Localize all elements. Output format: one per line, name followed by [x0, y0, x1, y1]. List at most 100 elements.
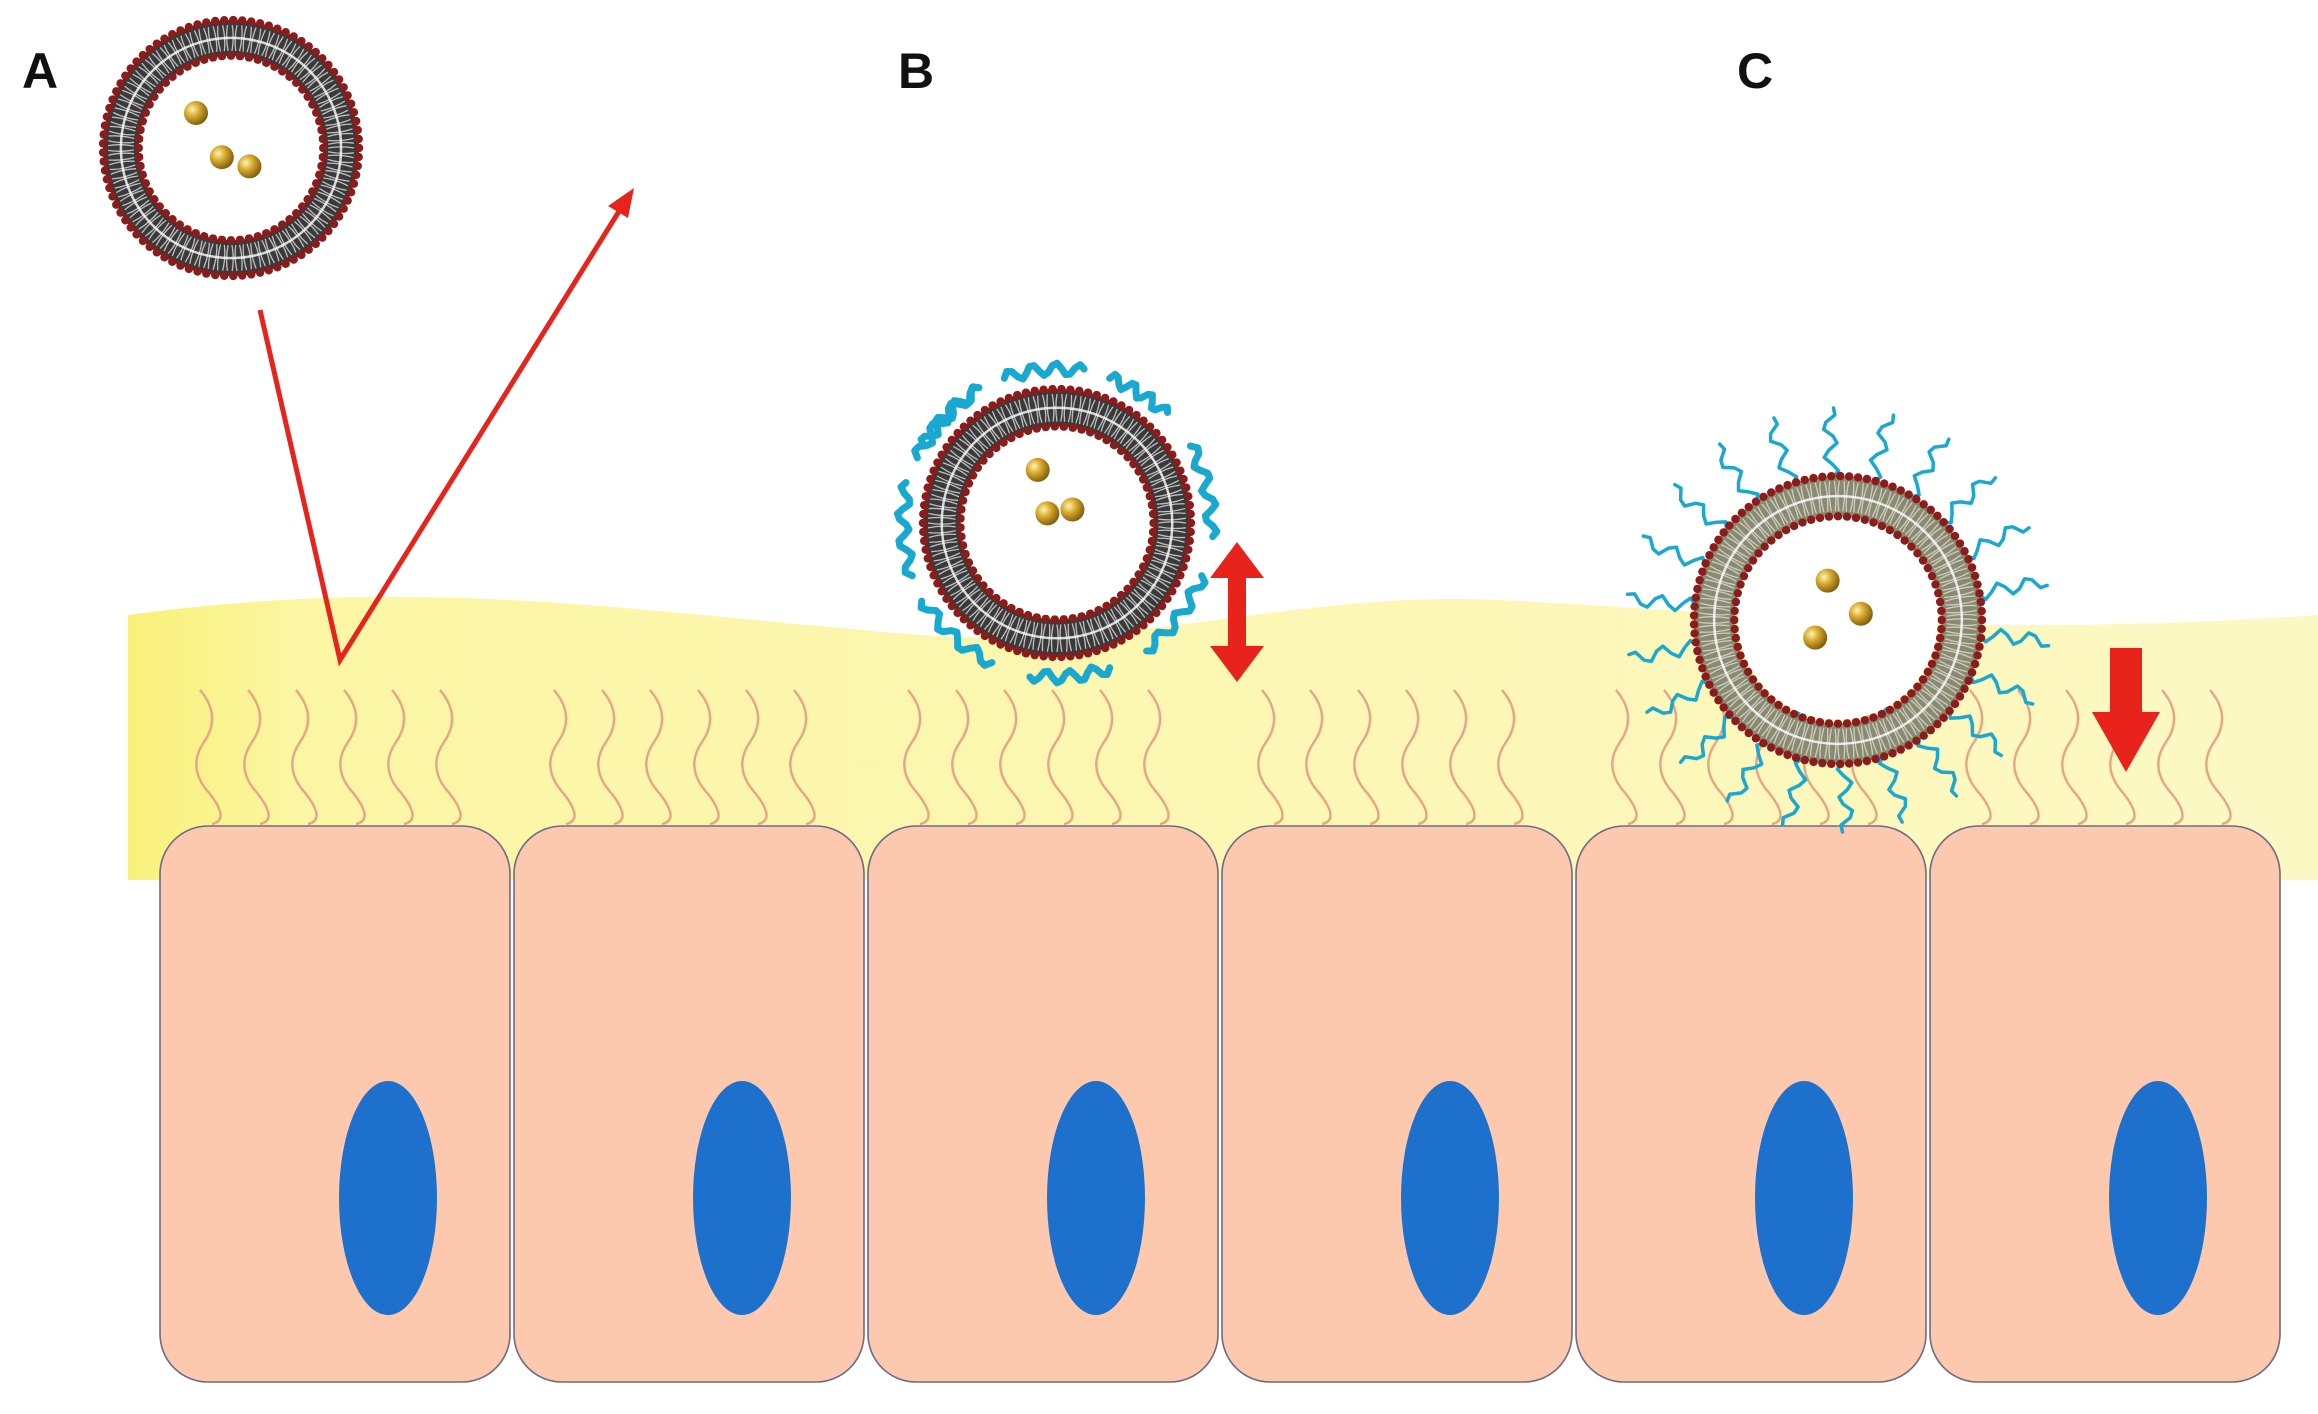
mucin-fiber [1353, 689, 1380, 826]
mucin-fiber [1851, 689, 1878, 826]
lipid-heads [918, 384, 1196, 662]
mucin-fiber [2061, 689, 2088, 826]
mucin-fiber [291, 689, 318, 826]
cell-nucleus [2109, 1081, 2207, 1315]
liposome-core [1738, 520, 1938, 720]
mucin-fiber [339, 689, 366, 826]
drug-particle-icon [1815, 568, 1840, 593]
peg-strand [1678, 715, 1737, 764]
down-arrow-icon [2092, 648, 2160, 772]
reflection-arrowhead [608, 188, 634, 218]
peg-strand [1967, 671, 2035, 706]
cell-body [867, 825, 1219, 1383]
peg-strand [1962, 525, 2031, 561]
peg-strand [1717, 442, 1760, 506]
peg-strand [1835, 760, 1855, 834]
panel-label-b: B [898, 43, 934, 99]
drug-particle-icon [1803, 625, 1828, 650]
cell-nucleus [1755, 1081, 1853, 1315]
panel-label-a: A [22, 43, 58, 99]
coating-strand [1143, 572, 1209, 655]
mucin-fiber [741, 689, 768, 826]
epithelial-cell [513, 825, 865, 1383]
panel-b: B [894, 43, 1264, 687]
drug-particle-icon [209, 145, 234, 170]
epithelial-cell [1929, 825, 2281, 1383]
coating-strand [1106, 370, 1171, 416]
mucin-fiber [1257, 689, 1284, 826]
peg-strand [1645, 679, 1714, 715]
epithelial-cell [1221, 825, 1573, 1383]
drug-particle-icon [237, 154, 262, 179]
mucin-fiber [435, 689, 462, 826]
cell-body [159, 825, 511, 1383]
epithelial-cell [867, 825, 1219, 1383]
reflection-arrow-icon [257, 198, 629, 667]
peg-strand [1868, 413, 1896, 484]
mucin-fiber [693, 689, 720, 826]
drug-particle-icon [1060, 497, 1085, 522]
drug-particle-icon [1035, 501, 1060, 526]
peg-strand [1780, 756, 1808, 827]
bilayer-midplane [1712, 494, 1964, 746]
cell-body [513, 825, 865, 1383]
peg-strand [1947, 706, 2003, 758]
panel-c: C [1625, 43, 2160, 834]
coating-strand [1000, 359, 1088, 383]
epithelial-cell [1575, 825, 1927, 1383]
bilayer-midplane [119, 36, 343, 260]
mucin-fiber [1497, 689, 1524, 826]
mucin-fiber [1965, 689, 1992, 826]
coating-strand [1186, 442, 1221, 541]
peg-strand [1975, 576, 2049, 602]
mucin-fiber [999, 689, 1026, 826]
peg-chain-icon [1625, 406, 2051, 834]
mucin-fiber [1095, 689, 1122, 826]
liposome-icon [918, 384, 1196, 662]
peg-strand [1877, 752, 1908, 824]
peg-strand [1768, 416, 1799, 488]
mucin-fiber [2157, 689, 2184, 826]
cell-body [1221, 825, 1573, 1383]
drug-particle-icon [1848, 601, 1873, 626]
peg-strand [1916, 734, 1959, 798]
mucin-fiber [951, 689, 978, 826]
drug-particle-icon [1025, 457, 1050, 482]
polymer-coating-icon [894, 359, 1221, 687]
panel-label-c: C [1737, 43, 1773, 99]
mucin-fiber [1401, 689, 1428, 826]
coating-strand [1026, 663, 1114, 687]
lipid-heads [1689, 471, 1987, 769]
mucin-fiber [549, 689, 576, 826]
cell-nucleus [1047, 1081, 1145, 1315]
mucin-fiber [597, 689, 624, 826]
coating-strand [894, 479, 916, 580]
mucin-fiber [387, 689, 414, 826]
peg-strand [1977, 627, 2051, 648]
peg-strand [1725, 740, 1769, 803]
mucin-fiber [1047, 689, 1074, 826]
peg-strand [1627, 638, 1701, 664]
peg-strand [1625, 592, 1699, 613]
cell-body [1929, 825, 2281, 1383]
mucin-fiber [195, 689, 222, 826]
mucin-fiber [1305, 689, 1332, 826]
bilayer-midplane [940, 406, 1174, 640]
liposome-core [964, 430, 1150, 616]
mucin-fiber [1611, 689, 1638, 826]
mucin-fiber [903, 689, 930, 826]
cell-body [1575, 825, 1927, 1383]
mucin-fiber [1659, 689, 1686, 826]
mucin-fiber [243, 689, 270, 826]
cell-nucleus [1401, 1081, 1499, 1315]
mucin-fiber [645, 689, 672, 826]
cell-nucleus [339, 1081, 437, 1315]
peg-strand [1673, 482, 1729, 534]
coating-strand [917, 597, 996, 669]
peg-strand [1641, 534, 1709, 569]
mucin-fiber [789, 689, 816, 826]
mucin-fiber [2205, 689, 2232, 826]
epithelial-cell [159, 825, 511, 1383]
double-headed-arrow-icon [1210, 542, 1264, 682]
